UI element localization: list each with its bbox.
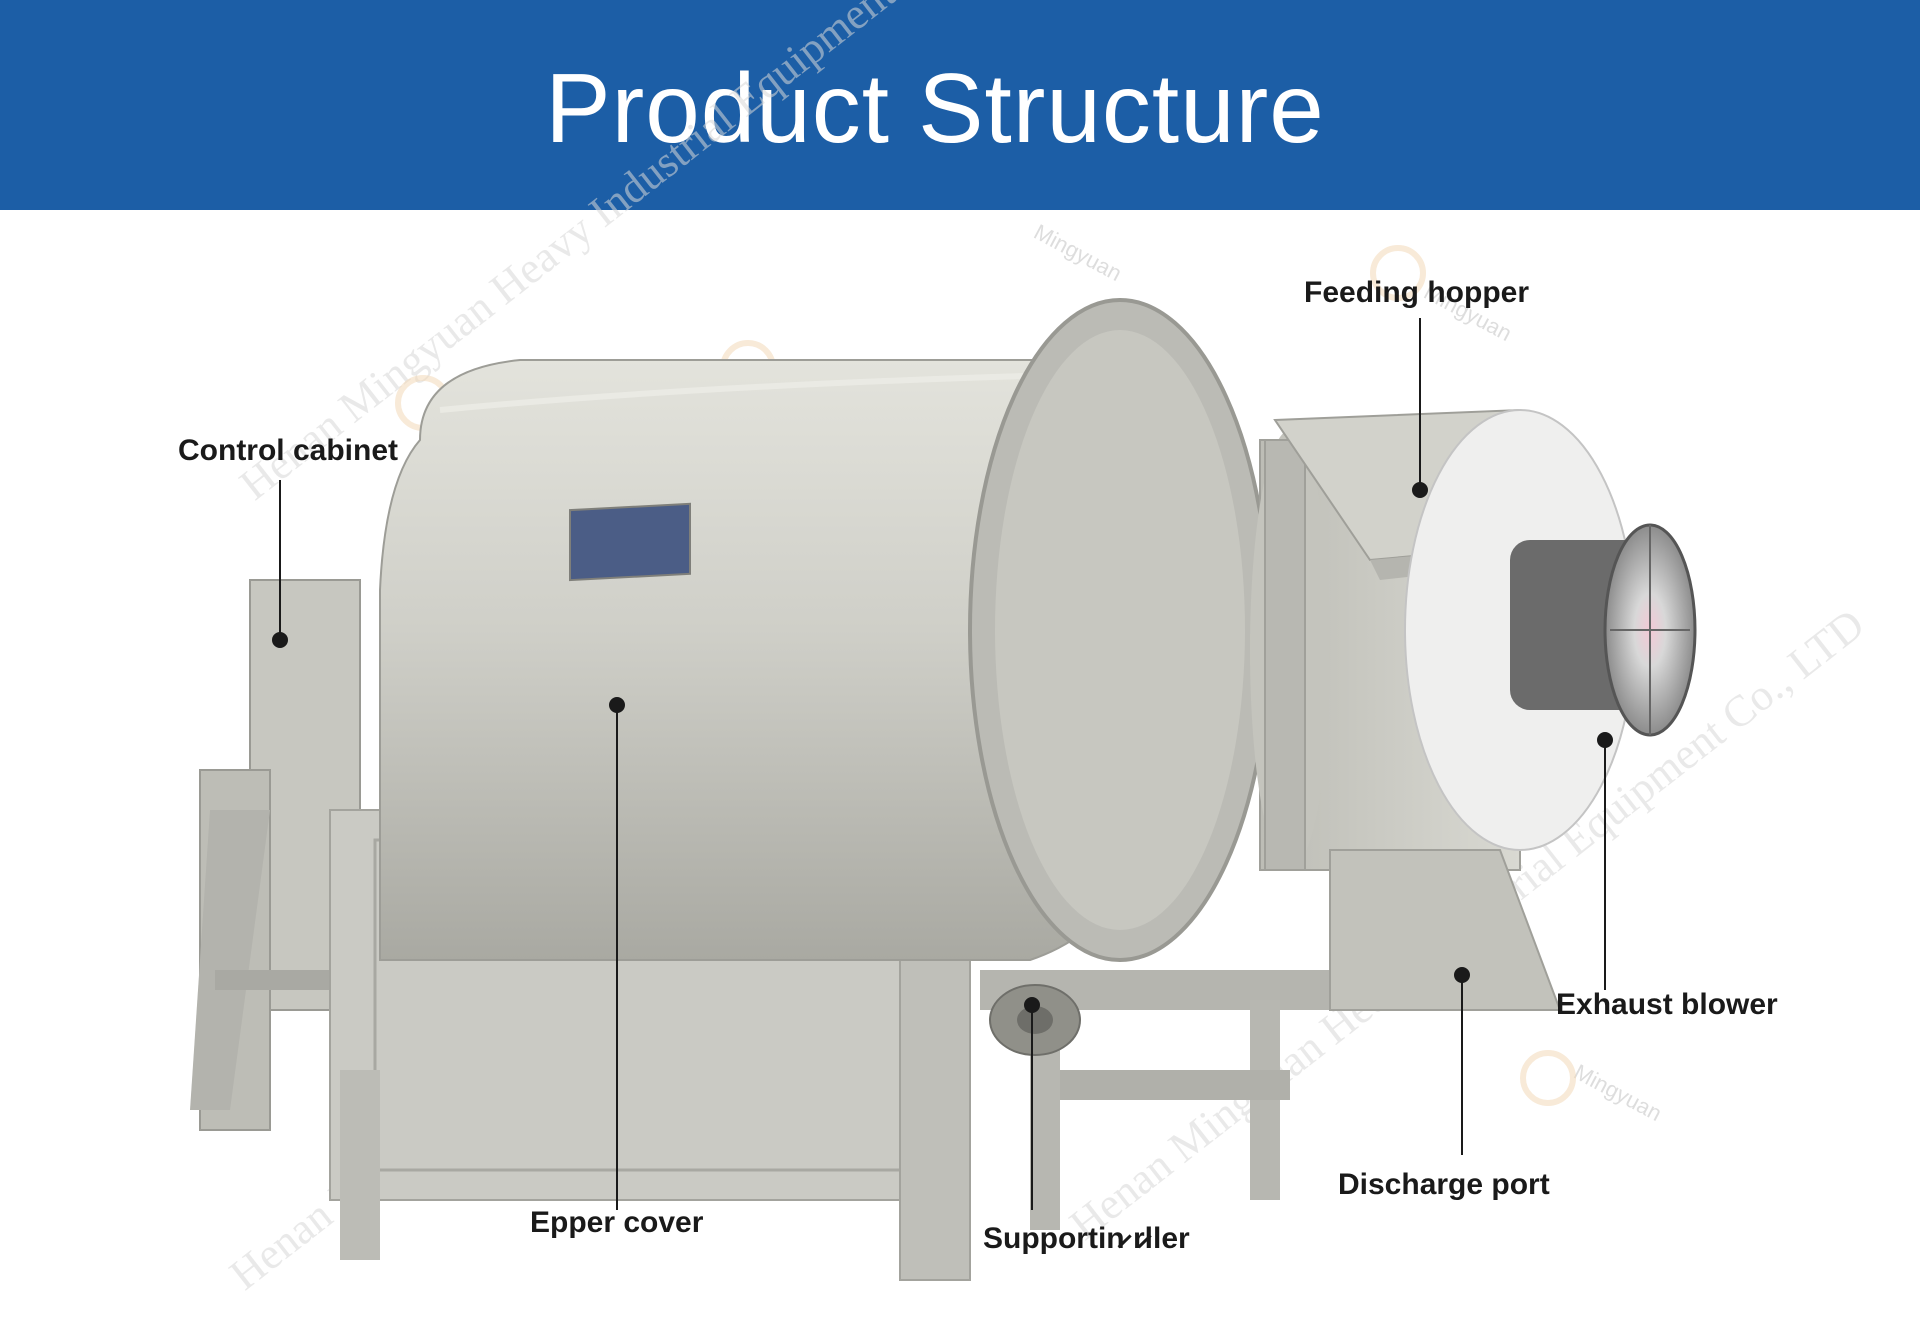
page-title: Product Structure: [545, 53, 1325, 163]
label-feeding-hopper: Feeding hopper: [1304, 276, 1529, 309]
label-exhaust-blower: Exhaust blower: [1556, 988, 1778, 1021]
drum-upper-cover-shape: [379, 298, 1272, 962]
control-cabinet-shape: [190, 579, 365, 1131]
rotary-dryer-illustration: [190, 298, 1697, 1281]
label-supporting-roller: Supportin̷ r̷ller: [983, 1222, 1190, 1255]
label-control-cabinet: Control cabinet: [178, 434, 399, 467]
label-upper-cover: Eрper cover: [530, 1206, 704, 1239]
supporting-roller-shape: [989, 984, 1081, 1056]
label-discharge-port: Discharge port: [1338, 1168, 1550, 1201]
watermark-logo-icon: [1370, 245, 1426, 301]
watermark-logo-icon: [1520, 1050, 1576, 1106]
leader-lines: [272, 318, 1613, 1210]
header-banner: Product Structure: [0, 0, 1920, 210]
exhaust-blower-shape: [1404, 409, 1697, 851]
